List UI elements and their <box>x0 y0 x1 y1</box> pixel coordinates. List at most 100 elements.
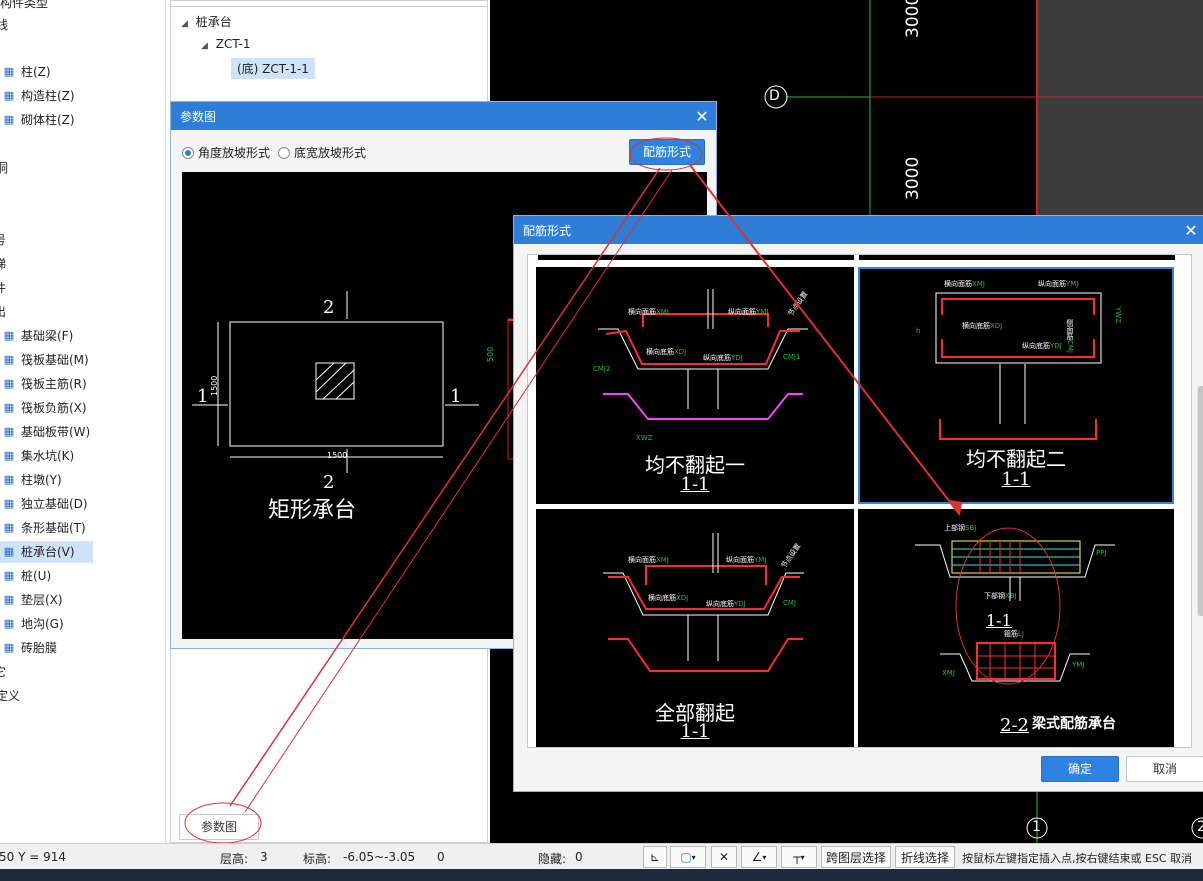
tree-partial-5[interactable]: 它 <box>0 661 6 683</box>
option-label-text: 均不翻起一 <box>645 453 745 477</box>
tree-item-pile[interactable]: ▦桩(U) <box>0 565 160 587</box>
chevron-down-icon[interactable]: ▾ <box>762 852 767 862</box>
annot-code: YWZ <box>1114 307 1122 323</box>
annot-code: XBJ <box>1005 592 1017 600</box>
arrow-line <box>244 169 673 813</box>
scrollbar-thumb[interactable] <box>1198 386 1203 616</box>
tree-item-foundation-beam[interactable]: ▦基础梁(F) <box>0 325 160 347</box>
cross-layer-select-button[interactable]: 跨图层选择 <box>821 846 891 868</box>
tree-partial-3[interactable]: 件 <box>0 277 6 299</box>
tree-node-zct-1-1[interactable]: (底) ZCT-1-1 <box>231 58 315 79</box>
cancel-button[interactable]: 取消 <box>1126 756 1203 782</box>
polyline-select-button[interactable]: 折线选择 <box>895 846 955 868</box>
rebar-option-2[interactable]: 横向面筋XMJ 纵向面筋YMJ 横向底筋XDJ 纵向底筋YDJ 侧面筋CMJ Y… <box>858 267 1174 504</box>
tree-item-column-pier[interactable]: ▦柱墩(Y) <box>0 469 160 491</box>
close-icon[interactable]: ✕ <box>695 106 709 126</box>
option-section-text: 1-1 <box>680 474 710 495</box>
tree-item-raft-neg-rebar[interactable]: ▦筏板负筋(X) <box>0 397 160 419</box>
tree-partial-line[interactable]: 线 <box>0 14 8 36</box>
tree-item-raft-main-rebar[interactable]: ▦筏板主筋(R) <box>0 373 160 395</box>
section-drawing <box>598 289 808 420</box>
tree-partial-6[interactable]: 定义 <box>0 685 20 707</box>
tree-item-raft-foundation[interactable]: ▦筏板基础(M) <box>0 349 160 371</box>
ok-button[interactable]: 确定 <box>1041 756 1119 782</box>
tree-node-zct-1[interactable]: ◢ ZCT-1 <box>201 37 251 51</box>
cap-section-outline <box>603 572 804 616</box>
axis-bubble-d <box>764 85 788 109</box>
tree-node-pile-cap[interactable]: ◢ 桩承台 <box>181 13 232 30</box>
tree-item-label: 条形基础(T) <box>21 521 86 535</box>
cushion-rebar <box>608 638 803 672</box>
annot-code: XDJ <box>674 348 687 356</box>
chevron-down-icon[interactable]: ▾ <box>691 852 696 862</box>
param-diagram-button[interactable]: 参数图 <box>179 814 259 840</box>
rebar-option-1[interactable]: 横向面筋XMJ 纵向面筋YMJ 横向底筋XDJ 纵向底筋YDJ CMJ1 CMJ… <box>536 267 854 504</box>
search-box[interactable] <box>171 1 487 7</box>
radio-angle-slope[interactable]: 角度放坡形式 <box>182 144 270 161</box>
option-section: 2-2 <box>1000 715 1029 736</box>
tree-item-sump-pit[interactable]: ▦集水坑(K) <box>0 445 160 467</box>
radio-dot[interactable] <box>278 146 291 159</box>
caret-down-icon[interactable]: ◢ <box>181 19 188 29</box>
tree-item-isolated-foundation[interactable]: ▦独立基础(D) <box>0 493 160 515</box>
cross-toggle[interactable]: ✕ <box>711 846 737 868</box>
hatch-line <box>315 362 335 381</box>
tree-partial-1[interactable]: 号 <box>0 229 6 251</box>
caret-down-icon[interactable]: ◢ <box>201 41 208 51</box>
tree-item-foundation-strip[interactable]: ▦基础板带(W) <box>0 421 160 443</box>
chevron-down-icon[interactable]: ▾ <box>800 852 805 862</box>
annot-code: XMJ <box>972 280 985 288</box>
dialog-titlebar[interactable]: 配筋形式 ✕ <box>514 216 1203 244</box>
tree-item-trench[interactable]: ▦地沟(G) <box>0 613 160 635</box>
option-section-text: 2-2 <box>1000 715 1029 736</box>
radio-dot-checked[interactable] <box>182 146 194 159</box>
annot-text: 纵向底筋 <box>703 354 731 362</box>
section-text: 1 <box>197 386 209 407</box>
tree-item-masonry-column[interactable]: ▦砌体柱(Z) <box>0 109 160 131</box>
ortho-toggle[interactable]: ⊾ <box>643 846 667 868</box>
rebar-form-gallery[interactable]: 横向面筋XMJ 纵向面筋YMJ 横向底筋XDJ 纵向底筋YDJ CMJ1 CMJ… <box>527 254 1192 748</box>
tree-partial-4[interactable]: 出 <box>0 301 6 323</box>
tree-partial-label: 件 <box>0 281 7 295</box>
tree-item-cushion[interactable]: ▦垫层(X) <box>0 589 160 611</box>
hatch-line <box>322 369 355 400</box>
annot-label: 侧面筋CMJ <box>1065 319 1075 353</box>
tree-partial-label: 出 <box>0 305 7 319</box>
tree-partial-2[interactable]: 梯 <box>0 253 6 275</box>
annot-text: 纵向面筋 <box>728 308 756 316</box>
raft-neg-rebar-icon: ▦ <box>3 401 15 414</box>
option-label: 均不翻起一 <box>538 449 852 478</box>
tree-item-brick-mold[interactable]: ▦砖胎膜 <box>0 637 160 659</box>
gallery-scrollbar[interactable] <box>1197 386 1203 616</box>
tree-item-label: 地沟(G) <box>21 617 64 631</box>
tree-partial-opening[interactable]: 洞 <box>0 157 8 179</box>
hidden-label: 隐藏: <box>538 852 567 866</box>
annot-label: 横向底筋XDJ <box>646 347 686 357</box>
bottom-rebar <box>941 339 1095 358</box>
section-label-top: 2 <box>323 297 334 318</box>
tree-item-pile-cap[interactable]: ▦桩承台(V) <box>0 541 93 563</box>
radio-width-slope[interactable]: 底宽放坡形式 <box>278 144 366 161</box>
tree-item-column[interactable]: ▦柱(Z) <box>0 61 160 83</box>
button-label: 跨图层选择 <box>825 850 886 865</box>
dialog-titlebar[interactable]: 参数图 ✕ <box>171 102 716 130</box>
top-rebar <box>645 565 767 585</box>
rebar-option-3[interactable]: 横向面筋XMJ 纵向面筋YMJ 横向底筋XDJ 纵向底筋YDJ CMJ 节点设置… <box>536 509 854 747</box>
gallery-row-partial <box>859 255 1175 260</box>
annot-h: h <box>916 327 920 335</box>
dim-toggle[interactable]: ┬▾ <box>781 846 817 868</box>
angle-toggle[interactable]: ∠▾ <box>741 846 777 868</box>
annot-text: 横向面筋 <box>944 280 972 288</box>
snap-toggle[interactable]: ▢▾ <box>670 846 706 868</box>
rebar-option-4[interactable]: 上部钢SBJ PPJ 下部钢XBJ 箍筋LJ XMJ YMJ 1-1 2-2 梁… <box>858 509 1174 747</box>
beam-section-2-outline <box>940 653 1090 682</box>
gallery-row-partial <box>538 255 854 260</box>
option-label-text: 梁式配筋承台 <box>1032 716 1116 732</box>
tree-item-construct-column[interactable]: ▦构造柱(Z) <box>0 85 160 107</box>
tree-item-strip-foundation[interactable]: ▦条形基础(T) <box>0 517 160 539</box>
tree-item-label: 桩(U) <box>21 569 52 583</box>
close-icon[interactable]: ✕ <box>1184 220 1198 240</box>
annot-text: 横向面筋 <box>628 556 656 564</box>
column-pier-icon: ▦ <box>3 473 15 486</box>
